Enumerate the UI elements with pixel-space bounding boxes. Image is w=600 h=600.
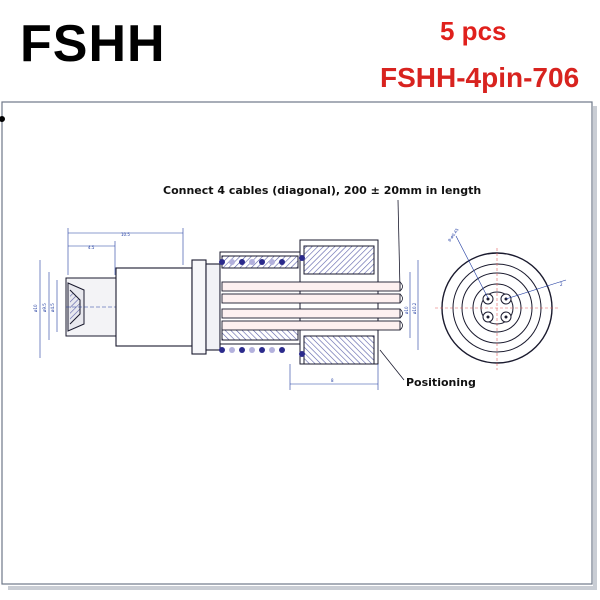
dim-insert-width: 8: [331, 378, 334, 383]
connector-drawing: Connect 4 cables (diagonal), 200 ± 20mm …: [0, 101, 597, 590]
cable-length-note: Connect 4 cables (diagonal), 200 ± 20mm …: [163, 184, 481, 197]
connector-barrel: [115, 259, 221, 355]
connector-nose: [65, 277, 118, 337]
top-dimensions: [39, 228, 184, 358]
dim-left-1: ø10: [33, 304, 38, 312]
dim-right-2: ø10: [404, 306, 409, 314]
brand-logo-text: FSHH: [20, 15, 166, 73]
spring-coil-dots-light: [229, 259, 275, 353]
sheet-shadow: [8, 106, 597, 590]
bottom-dimension: [289, 364, 379, 390]
cable-note-leader: [397, 199, 401, 291]
dim-left-2: ø9.5: [42, 303, 47, 312]
technical-drawing-sheet: Connect 4 cables (diagonal), 200 ± 20mm …: [0, 100, 600, 600]
model-number-label: FSHH-4pin-706: [380, 62, 580, 93]
quantity-label: 5 pcs: [440, 16, 507, 46]
end-view-pin-centers: [486, 297, 508, 319]
dim-left-3: ø4.5: [50, 303, 55, 312]
pin-spacing-leader: [505, 279, 567, 300]
cable-ends: [399, 281, 403, 331]
positioning-label: Positioning: [406, 376, 476, 389]
positioning-leader: [379, 349, 405, 381]
spring-coil-dots: [219, 255, 305, 357]
right-dimensions: [409, 260, 419, 350]
end-view-crosshair: [435, 248, 560, 370]
cable-bundle: [221, 281, 401, 331]
sheet-corner-dot: [0, 116, 5, 122]
dim-right-1: ø10.2: [412, 302, 417, 314]
dim-front-length: 4.5: [88, 245, 95, 250]
radial-note-leader: [455, 235, 489, 299]
dim-overall-length: 10.5: [121, 232, 130, 237]
dim-pin-spacing: 2: [560, 282, 563, 287]
